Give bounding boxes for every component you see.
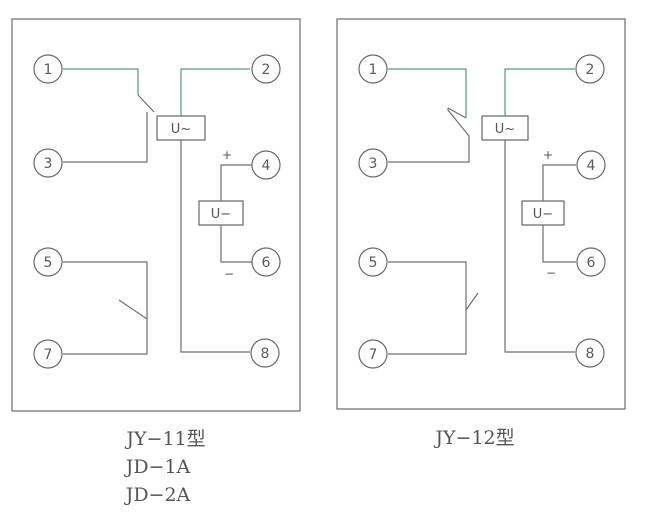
right-terminal-6 <box>576 247 606 277</box>
left-dc-unit-box <box>198 200 244 226</box>
right-wire-1 <box>388 68 467 118</box>
left-ac-unit-box <box>156 115 206 141</box>
right-frame <box>336 18 626 410</box>
right-terminal-8-label: 8 <box>586 346 595 362</box>
left-terminal-7 <box>33 339 63 369</box>
left-wire-3 <box>63 112 148 163</box>
right-nc-contact-blade <box>447 107 467 119</box>
right-wire-2 <box>504 68 575 116</box>
left-wire-5 <box>63 261 148 319</box>
right-caption-line-1: JY−12型 <box>433 427 514 449</box>
right-minus-sign: − <box>546 266 556 280</box>
left-terminal-4 <box>251 150 281 180</box>
left-terminal-2-label: 2 <box>262 62 271 78</box>
left-terminal-8-label: 8 <box>261 346 270 362</box>
left-nc-contact-blade <box>137 94 155 113</box>
right-terminal-5 <box>358 247 388 277</box>
right-diagram: U~ U− + − 1 2 3 4 5 6 7 8 JY−12型 <box>336 18 626 449</box>
left-terminal-6 <box>251 247 281 277</box>
right-terminal-3-label: 3 <box>369 156 378 172</box>
left-terminal-3-label: 3 <box>44 156 53 172</box>
right-terminal-7-label: 7 <box>369 347 378 363</box>
left-wire-8 <box>180 140 250 353</box>
right-terminal-1 <box>358 54 388 84</box>
right-plus-sign: + <box>543 148 553 162</box>
right-terminal-3 <box>358 148 388 178</box>
right-wire-7 <box>388 310 467 355</box>
right-ac-unit-box <box>481 115 529 141</box>
left-caption-line-2: JD−1A <box>124 456 191 478</box>
right-terminal-6-label: 6 <box>587 255 596 271</box>
right-wire-3 <box>388 108 470 163</box>
left-ac-unit-label: U~ <box>171 122 191 137</box>
left-diagram: U~ U− + − 1 2 3 4 5 6 7 8 JY−11型 JD−1A J… <box>11 18 301 506</box>
left-terminal-4-label: 4 <box>262 158 271 174</box>
left-minus-sign: − <box>224 267 234 281</box>
left-wire-1 <box>63 68 139 95</box>
left-terminal-1-label: 1 <box>44 62 53 78</box>
right-ac-unit-label: U~ <box>495 122 515 137</box>
right-wire-6 <box>542 225 576 263</box>
left-plus-sign: + <box>222 148 232 162</box>
right-terminal-2-label: 2 <box>586 62 595 78</box>
right-wire-8 <box>504 140 575 353</box>
left-frame <box>11 18 301 412</box>
right-terminal-7 <box>358 339 388 369</box>
right-terminal-5-label: 5 <box>369 255 378 271</box>
left-caption-line-3: JD−2A <box>124 484 191 506</box>
right-terminal-4-label: 4 <box>587 158 596 174</box>
right-terminal-8 <box>575 338 605 368</box>
right-terminal-2 <box>575 54 605 84</box>
left-wire-4 <box>220 164 252 201</box>
right-terminal-4 <box>576 150 606 180</box>
right-wire-5 <box>388 261 467 310</box>
right-no-contact-blade <box>465 292 479 311</box>
right-wire-4 <box>542 164 576 201</box>
left-terminal-2 <box>251 54 281 84</box>
left-no-contact-blade <box>118 299 148 320</box>
right-dc-unit-label: U− <box>533 207 553 222</box>
left-wire-6 <box>220 225 252 263</box>
right-dc-unit-box <box>521 200 565 226</box>
right-terminal-1-label: 1 <box>369 62 378 78</box>
left-terminal-5-label: 5 <box>44 255 53 271</box>
left-terminal-8 <box>250 338 280 368</box>
left-terminal-6-label: 6 <box>262 255 271 271</box>
left-terminal-3 <box>33 148 63 178</box>
left-terminal-5 <box>33 247 63 277</box>
left-wire-2 <box>180 68 250 116</box>
left-terminal-1 <box>33 54 63 84</box>
left-terminal-7-label: 7 <box>44 347 53 363</box>
left-wire-7 <box>63 319 148 355</box>
left-dc-unit-label: U− <box>211 207 231 222</box>
left-caption-line-1: JY−11型 <box>124 428 205 450</box>
